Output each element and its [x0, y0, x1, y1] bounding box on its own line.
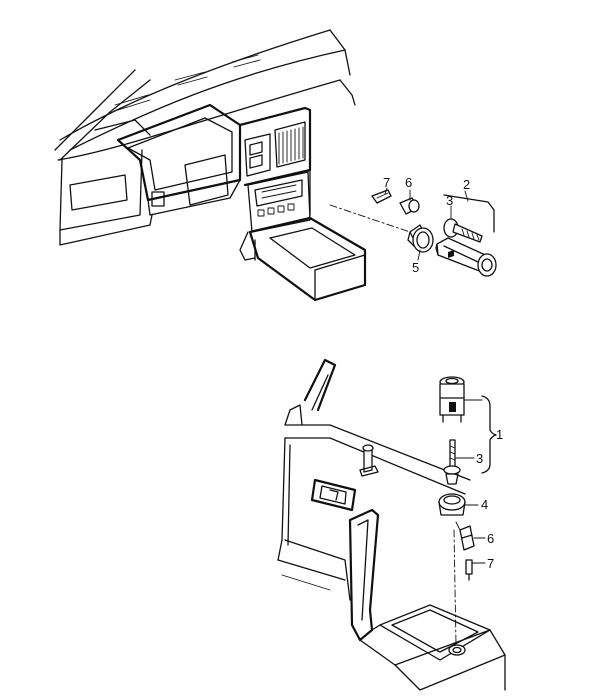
cigarette-lighter-part-1 — [439, 376, 465, 423]
callout-7-bottom: 7 — [487, 556, 494, 571]
group-bracket-1 — [481, 395, 497, 474]
callout-6-top: 6 — [405, 175, 412, 190]
top-exploded-parts — [371, 187, 497, 277]
callout-4-bottom: 4 — [481, 497, 488, 512]
callout-3-top: 3 — [446, 193, 453, 208]
callout-1-bottom: 1 — [496, 427, 503, 442]
lighter-socket-part-4 — [438, 493, 466, 516]
lighter-element-part — [443, 218, 483, 243]
callout-6-bottom: 6 — [487, 531, 494, 546]
dashboard-illustration — [54, 29, 411, 302]
cigarette-lighter-part — [435, 237, 497, 277]
lamp-socket-part-6 — [459, 525, 475, 551]
door-illustration — [277, 358, 506, 691]
bottom-exploded-parts — [438, 376, 497, 581]
callout-2-top: 2 — [463, 177, 470, 192]
callout-3-bottom: 3 — [476, 451, 483, 466]
callout-5-top: 5 — [412, 260, 419, 275]
bulb-part-7 — [465, 559, 473, 581]
lighter-housing-part — [407, 224, 434, 253]
group-bracket-2 — [443, 194, 495, 233]
callout-7-top: 7 — [383, 175, 390, 190]
lamp-socket-part — [399, 197, 420, 215]
lighter-element-part-3 — [443, 439, 461, 485]
bulb-holder-part — [371, 189, 392, 204]
